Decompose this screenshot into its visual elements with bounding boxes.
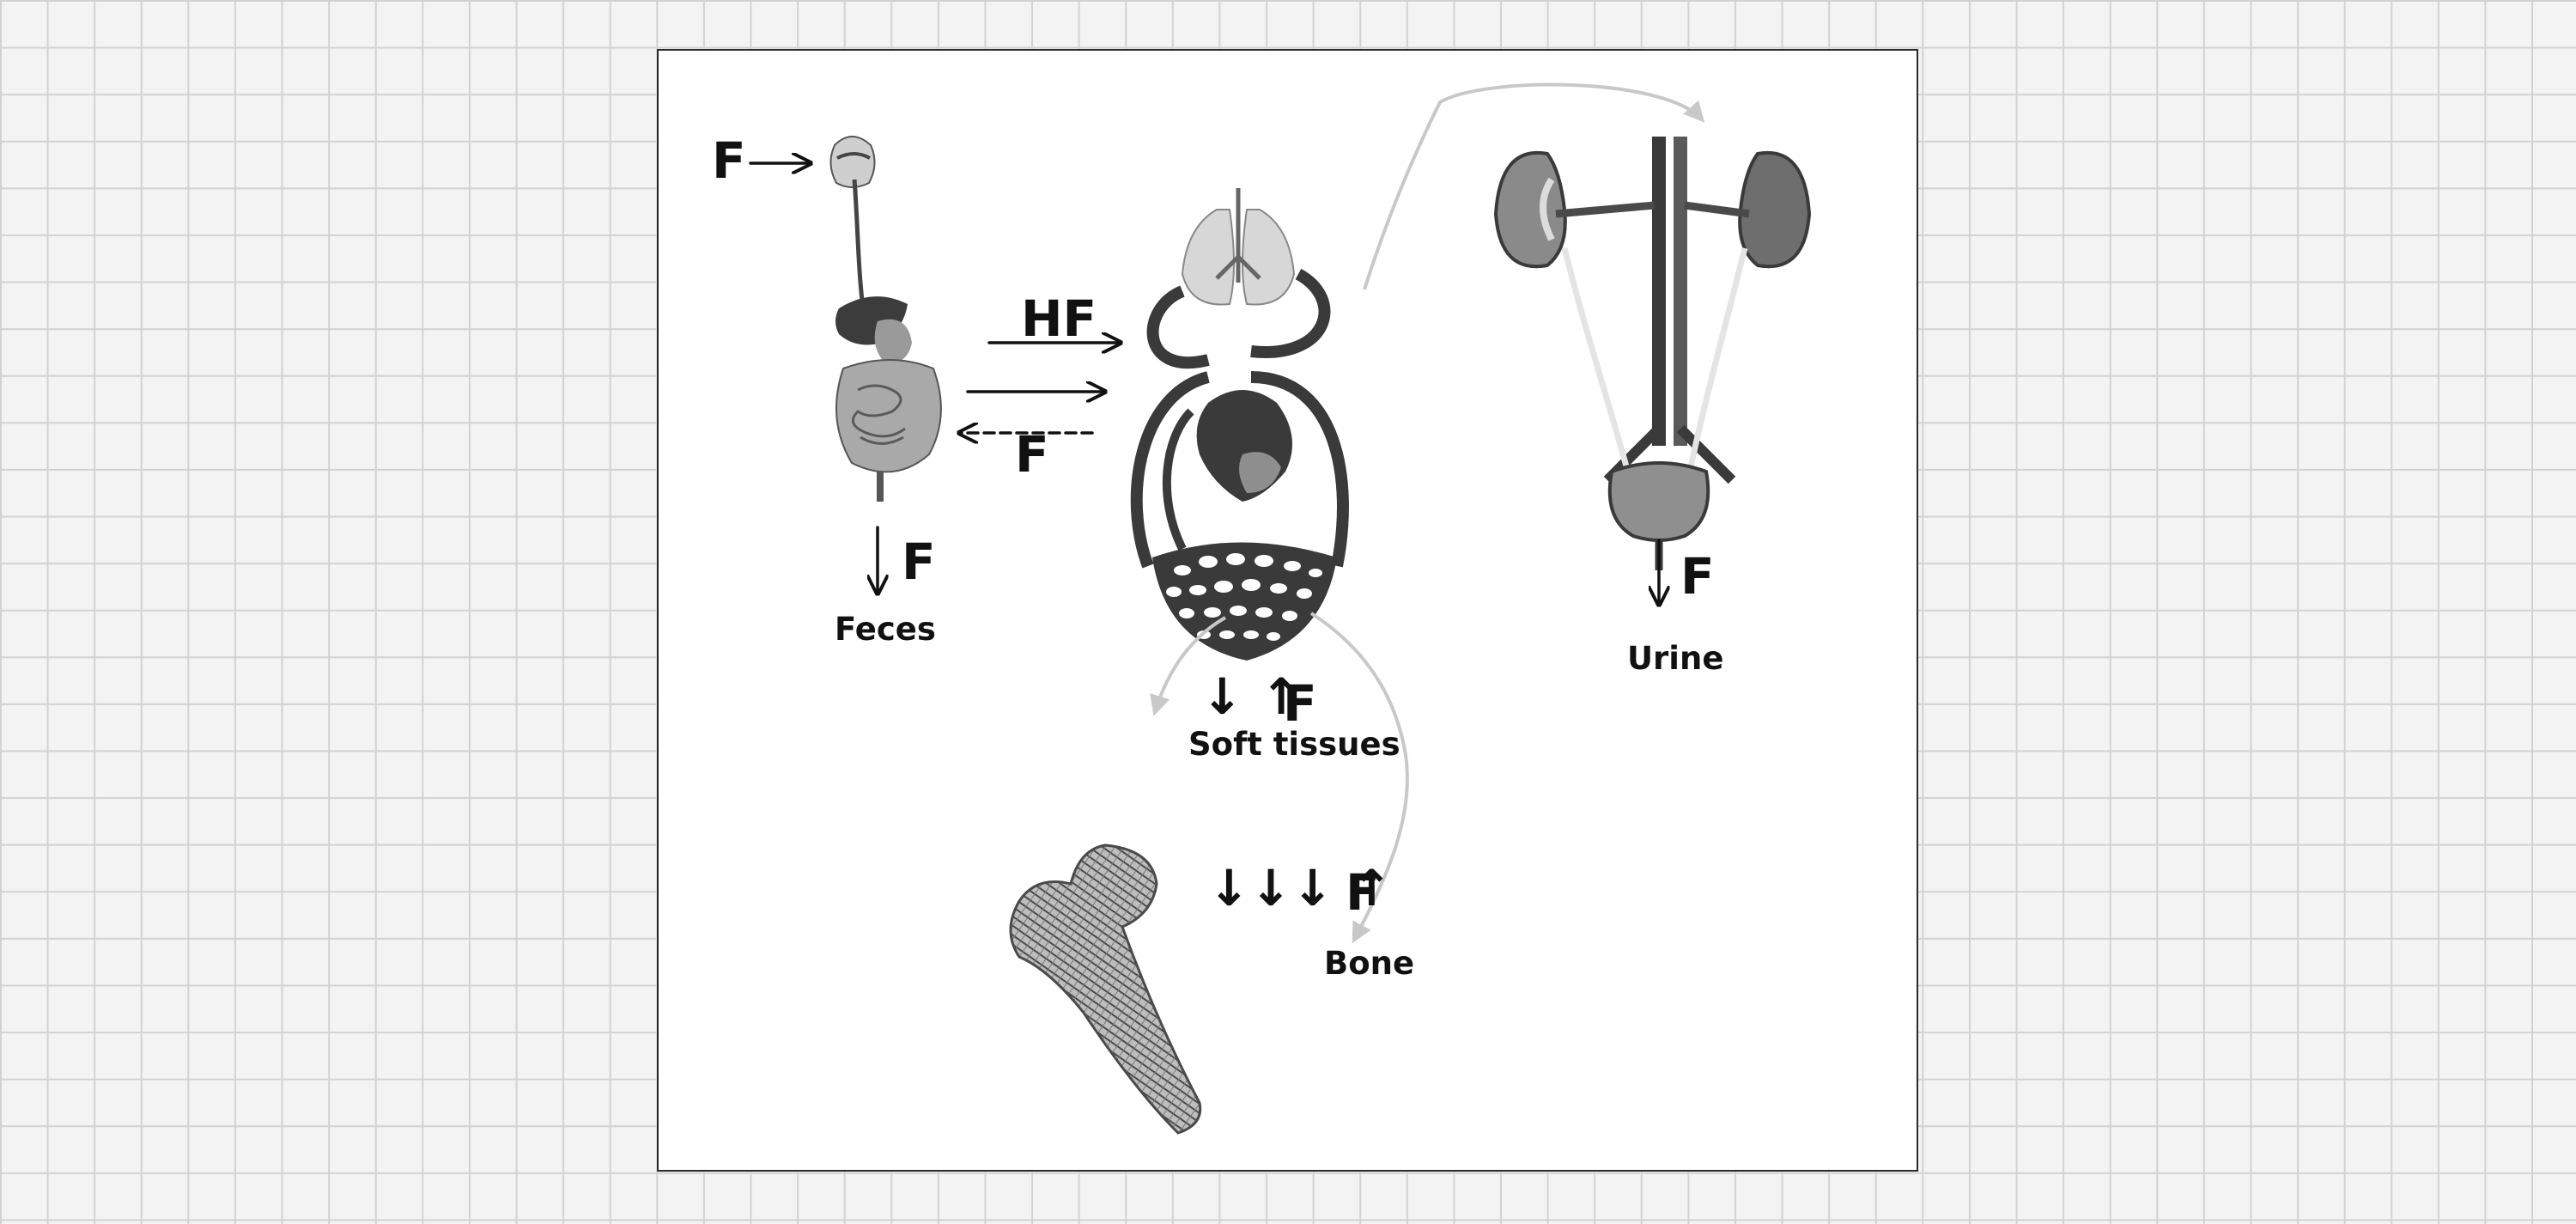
urine-f-label: F xyxy=(1680,547,1715,606)
circulatory-system-illustration xyxy=(1137,188,1343,661)
diagram-panel: F HF F F Feces F Urine ↓ ↑ F Soft tissue… xyxy=(657,49,1918,1172)
fluoride-metabolism-diagram: F HF F F Feces F Urine ↓ ↑ F Soft tissue… xyxy=(659,51,1920,1173)
femur-bone-illustration xyxy=(1011,845,1200,1133)
urinary-system-illustration xyxy=(1496,137,1809,570)
reverse-f-label: F xyxy=(1015,425,1049,484)
feces-label: Feces xyxy=(835,611,936,648)
intake-f-label: F xyxy=(712,131,746,190)
soft-tissues-label: Soft tissues xyxy=(1188,726,1400,763)
bone-label: Bone xyxy=(1324,945,1414,982)
feces-f-label: F xyxy=(902,533,936,591)
digestive-system-illustration xyxy=(830,137,940,502)
urine-label: Urine xyxy=(1627,640,1723,677)
soft-tissues-f-label: F xyxy=(1283,674,1317,733)
bone-f-label: F xyxy=(1346,863,1380,922)
hf-label: HF xyxy=(1021,289,1097,348)
